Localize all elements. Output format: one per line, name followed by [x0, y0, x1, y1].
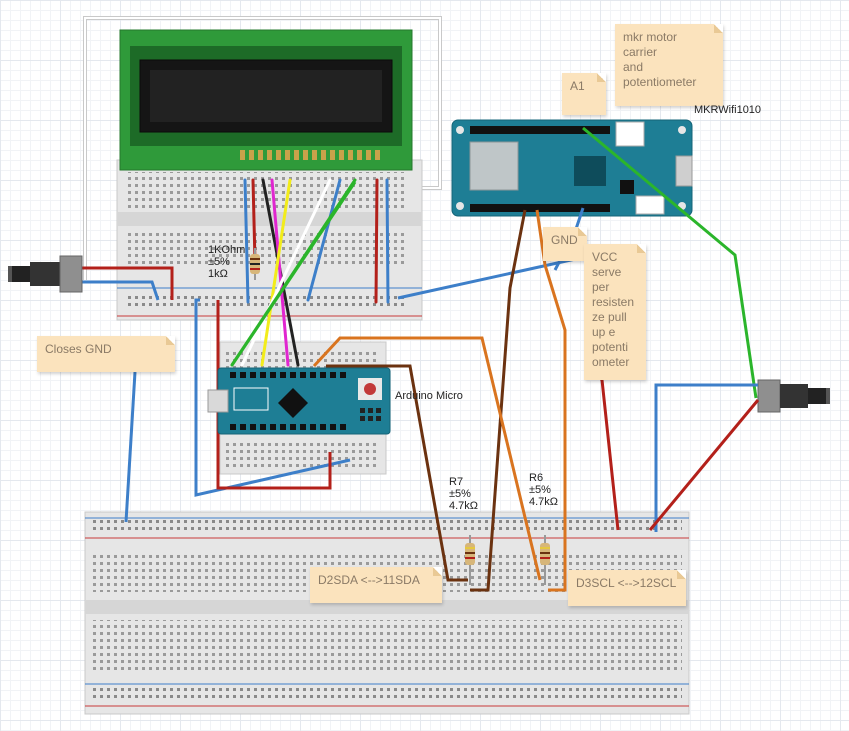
left-potentiometer: [8, 255, 83, 293]
resistor-r6: [540, 535, 550, 585]
note-mkr-motor-carrier: mkr motor carrier and potentiometer: [615, 24, 723, 106]
right-potentiometer: [757, 379, 830, 413]
resistor-1k-label: 1KOhm ±5% 1kΩ: [208, 244, 246, 280]
note-text: A1: [570, 79, 585, 93]
note-a1: A1: [562, 73, 606, 115]
i2c-wires: [312, 336, 542, 582]
note-text: VCC serve per resisten ze pull up e pote…: [592, 250, 635, 369]
bottom-breadboard: [84, 511, 690, 715]
note-d2sda: D2SDA <-->11SDA: [310, 567, 442, 603]
note-closes-gnd: Closes GND: [37, 336, 175, 372]
arduino-micro-label: Arduino Micro: [395, 390, 463, 402]
note-text: mkr motor carrier and potentiometer: [623, 30, 697, 89]
note-text: GND: [551, 233, 578, 247]
r6-label: R6 ±5% 4.7kΩ: [529, 472, 559, 508]
mkr-wifi-board: [451, 119, 693, 217]
resistor-r7: [465, 535, 475, 585]
r7-label: R7 ±5% 4.7kΩ: [449, 476, 479, 512]
note-text: Closes GND: [45, 342, 112, 356]
top-breadboard: [116, 159, 423, 321]
right-pot-wires: [648, 383, 760, 532]
lcd-module: [119, 29, 413, 171]
note-vcc: VCC serve per resisten ze pull up e pote…: [584, 244, 646, 380]
resistor-1k: [250, 248, 260, 280]
arduino-micro-board: [207, 367, 391, 435]
mkr-board-label: MKRWifi1010: [694, 104, 762, 116]
note-text: D2SDA <-->11SDA: [318, 573, 420, 587]
note-gnd: GND: [543, 227, 587, 261]
note-text: D3SCL <-->12SCL: [576, 576, 677, 590]
note-d3scl: D3SCL <-->12SCL: [568, 570, 686, 606]
